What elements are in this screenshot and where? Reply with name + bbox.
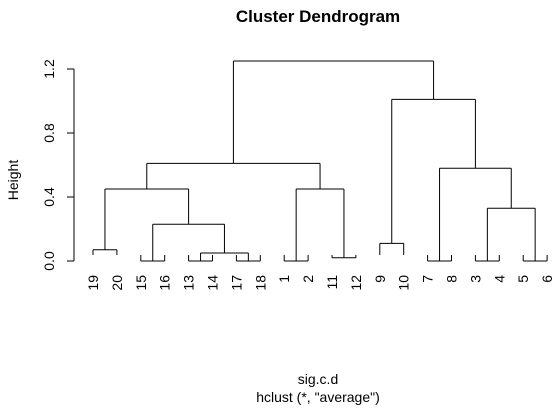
leaf-label: 16 <box>157 275 173 291</box>
leaf-label: 15 <box>133 275 149 291</box>
leaf-label: 18 <box>252 275 268 291</box>
y-tick-label: 0.8 <box>41 123 57 143</box>
y-tick-label: 0.0 <box>41 251 57 271</box>
leaf-label: 8 <box>444 275 460 283</box>
leaf-label: 7 <box>420 275 436 283</box>
leaf-label: 1 <box>276 275 292 283</box>
chart-title: Cluster Dendrogram <box>236 7 400 26</box>
leaf-label: 17 <box>228 275 244 291</box>
x-axis-label: sig.c.d <box>298 371 338 387</box>
leaf-label: 11 <box>324 275 340 290</box>
leaf-label: 19 <box>85 275 101 291</box>
leaf-label: 2 <box>300 275 316 283</box>
leaf-label: 4 <box>491 275 507 283</box>
dendrogram-branches <box>92 60 548 262</box>
leaf-label: 14 <box>205 275 221 291</box>
y-tick-label: 1.2 <box>41 59 57 79</box>
leaf-label: 12 <box>348 275 364 291</box>
leaf-label: 3 <box>467 275 483 283</box>
leaf-label: 13 <box>181 275 197 291</box>
leaf-label: 9 <box>372 275 388 283</box>
y-tick-label: 0.4 <box>41 187 57 207</box>
leaf-label: 6 <box>539 275 555 283</box>
y-axis: 0.0 0.4 0.8 1.2 <box>41 59 75 271</box>
method-sublabel: hclust (*, "average") <box>256 389 380 405</box>
leaf-label: 10 <box>396 275 412 291</box>
leaf-label: 5 <box>515 275 531 283</box>
y-axis-label: Height <box>5 160 21 201</box>
leaf-label: 20 <box>109 275 125 291</box>
